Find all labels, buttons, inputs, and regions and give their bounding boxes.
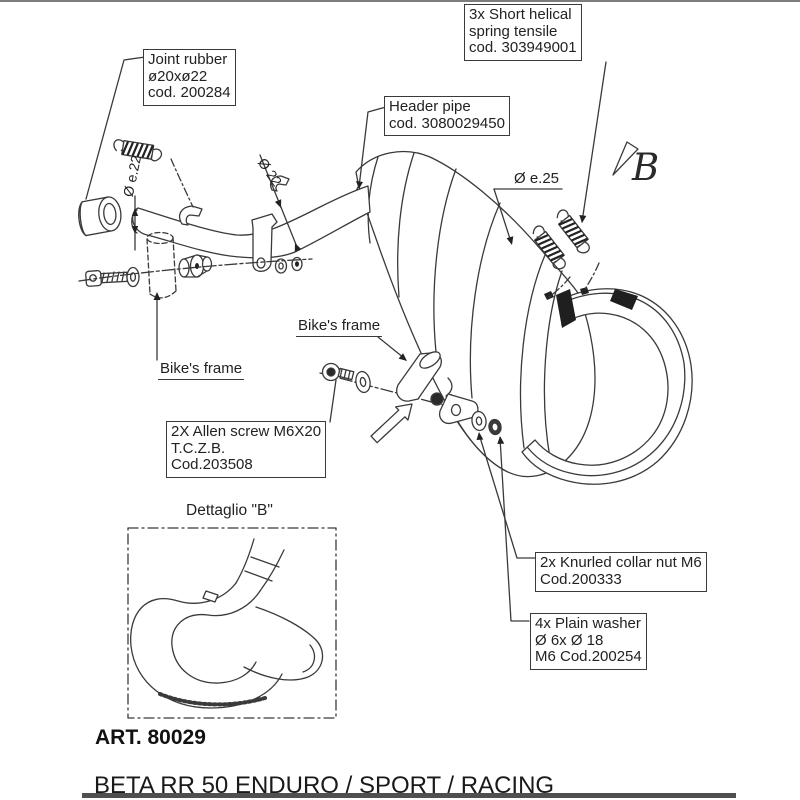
- spring-hook-anchor: [580, 287, 589, 295]
- dimension-outlet: [493, 188, 563, 245]
- label-line: cod. 3080029450: [389, 114, 505, 132]
- exhaust-spring: [556, 209, 590, 254]
- pipe-bracket-washers: [274, 256, 303, 274]
- label-line: T.C.Z.B.: [171, 439, 226, 457]
- page-top-border: [0, 0, 800, 2]
- exhaust-spring: [113, 139, 163, 162]
- dimension-pipe-end: [131, 195, 139, 251]
- spring-hook-anchor: [544, 291, 554, 300]
- label-line: cod. 303949001: [469, 39, 577, 56]
- footer-rule: [82, 793, 736, 798]
- heat-sleeve-dark: [610, 289, 638, 310]
- label-line: M6 Cod.200254: [535, 648, 642, 665]
- heat-sleeve-dark: [556, 289, 576, 328]
- label-header-pipe: Header pipe cod. 3080029450: [384, 96, 510, 136]
- exhaust-spring: [532, 225, 566, 270]
- clamp-boss: [178, 254, 213, 278]
- plain-washer: [471, 410, 487, 432]
- label-line: Joint rubber: [148, 51, 228, 68]
- label-line: 3x Short helical: [469, 6, 572, 23]
- label-line: 2X Allen screw M6X20: [171, 423, 322, 440]
- label-allen-screw: 2X Allen screw M6X20 T.C.Z.B. Cod.203508: [166, 421, 327, 478]
- label-knurled-nut: 2x Knurled collar nut M6 Cod.200333: [535, 552, 707, 592]
- frame-tube: [396, 351, 442, 402]
- leader-lines: [85, 56, 607, 622]
- article-number: ART. 80029: [95, 726, 206, 749]
- rubber-joint: [78, 196, 122, 237]
- direction-arrow: [370, 403, 413, 444]
- rear-silencer-bend: [446, 287, 693, 485]
- detail-b-arrow: [612, 141, 639, 176]
- dimension-pipe: [259, 154, 302, 252]
- detail-title: Dettaglio "B": [186, 502, 273, 519]
- spring-hook-clamp: [178, 175, 290, 226]
- spring-link-line: [547, 276, 571, 299]
- mount-bracket: [438, 393, 479, 425]
- label-line: Ø 6x Ø 18: [535, 631, 604, 649]
- note-bikes-frame-center: Bike's frame: [296, 317, 383, 337]
- label-line: 2x Knurled collar nut M6: [540, 554, 702, 571]
- plain-washer: [355, 370, 371, 394]
- label-plain-washer: 4x Plain washer Ø 6x Ø 18 M6 Cod.200254: [530, 613, 647, 670]
- label-line: Header pipe: [389, 98, 471, 115]
- detail-b-marker: B: [632, 146, 660, 189]
- dimension-label-outlet: Ø e.25: [514, 170, 560, 187]
- washer: [126, 266, 140, 288]
- spring-link-line: [170, 158, 194, 208]
- label-line: cod. 200284: [148, 84, 231, 101]
- header-pipe: [131, 185, 371, 259]
- axis-line: [78, 258, 313, 282]
- allen-bolt: [85, 270, 128, 287]
- label-line: ø20xø22: [148, 67, 208, 85]
- allen-screw-m6: [321, 362, 355, 382]
- label-line: spring tensile: [469, 22, 558, 40]
- label-line: Cod.203508: [171, 456, 253, 473]
- clamp-sleeve: [146, 231, 177, 299]
- label-joint-rubber: Joint rubber ø20xø22 cod. 200284: [143, 49, 236, 106]
- spring-link-line: [583, 262, 600, 292]
- expansion-chamber: [353, 150, 596, 478]
- note-bikes-frame-left: Bike's frame: [158, 360, 245, 380]
- knurled-collar-nut: [488, 418, 502, 436]
- label-helical-spring: 3x Short helical spring tensile cod. 303…: [464, 4, 582, 61]
- label-line: Cod.200333: [540, 570, 622, 588]
- label-line: 4x Plain washer: [535, 615, 641, 632]
- detail-view-drawing: [127, 527, 337, 719]
